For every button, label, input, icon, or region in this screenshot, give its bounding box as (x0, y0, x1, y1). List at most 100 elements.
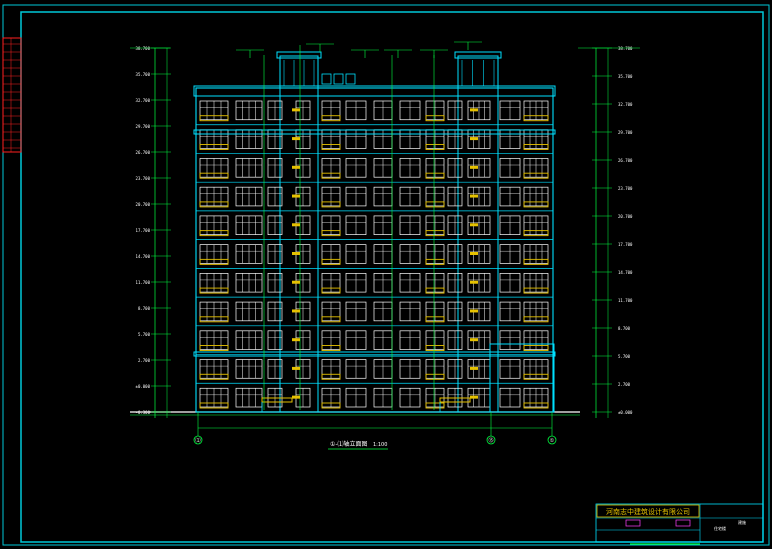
balcony-rail (321, 144, 341, 150)
balcony-rail (321, 201, 341, 208)
balcony-rail (199, 201, 229, 208)
balcony-rail (425, 201, 445, 208)
level-tag (292, 108, 300, 112)
elevation-label-left: 2.700 (138, 358, 151, 363)
level-tag (470, 338, 478, 342)
level-tag (470, 252, 478, 255)
level-tag (292, 137, 300, 141)
elevation-label-right: 20.700 (618, 214, 633, 219)
level-tag (292, 309, 300, 313)
balcony-rail (523, 258, 549, 265)
level-tag (292, 223, 300, 227)
level-tag (292, 165, 300, 169)
stair-tower-cap (276, 51, 322, 59)
project-label: 住宅楼 (714, 525, 726, 531)
stair-tower (279, 55, 319, 413)
revision-strip (2, 37, 22, 153)
balcony-rail (199, 373, 229, 380)
balcony-rail (199, 230, 229, 237)
level-tag (292, 280, 300, 284)
balcony-rail (199, 316, 229, 323)
drawing-scale: 1:100 (373, 442, 387, 448)
elevation-label-right: ±0.000 (618, 410, 633, 415)
entrance-canopy (439, 397, 471, 403)
roof-sign-block (333, 73, 344, 85)
axis-bubble (547, 435, 557, 445)
elevation-label-left: 17.700 (136, 228, 151, 233)
level-tag (292, 252, 300, 255)
company-name-box (596, 504, 700, 518)
elevation-label-right: 14.700 (618, 270, 633, 275)
elevation-label-left: 8.700 (138, 306, 151, 311)
level-tag (292, 366, 300, 370)
elevation-label-left: 14.700 (136, 254, 151, 259)
building-outline (195, 87, 554, 413)
elevation-dimensions-left: 38.70035.70032.70029.70026.70023.70020.7… (130, 46, 171, 418)
stamp-box (675, 519, 691, 527)
level-tag (470, 165, 478, 169)
stair-tower-cap (454, 51, 502, 59)
elevation-label-right: 29.700 (618, 130, 633, 135)
level-tag (470, 137, 478, 141)
balcony-rail (523, 201, 549, 208)
level-tag (470, 108, 478, 112)
elevation-dimensions-right: 38.70035.70032.70029.70026.70023.70020.7… (578, 46, 640, 418)
elevation-label-left: 23.700 (136, 176, 151, 181)
title-block-frame (595, 503, 764, 543)
level-tag (470, 223, 478, 227)
elevation-label-left: 38.700 (136, 46, 151, 51)
balcony-rail (425, 115, 445, 122)
inner-frame (20, 11, 764, 543)
entrance-canopy (261, 397, 293, 403)
level-tag (470, 395, 478, 399)
level-tag (292, 194, 300, 198)
balcony-rail (321, 230, 341, 237)
elevation-label-left: 35.700 (136, 72, 151, 77)
balcony-rail (321, 402, 341, 409)
elevation-label-left: 26.700 (136, 150, 151, 155)
balcony-rail (425, 373, 445, 380)
balcony-rail (199, 345, 229, 351)
balcony-rail (321, 287, 341, 294)
balcony-rail (199, 287, 229, 294)
balcony-rail (199, 115, 229, 122)
stamp-box (625, 519, 641, 527)
balcony-rail (425, 230, 445, 237)
company-name: 河南志中建筑设计有限公司 (606, 507, 690, 516)
elevation-label-right: 23.700 (618, 186, 633, 191)
balcony-rail (199, 258, 229, 265)
outer-frame (2, 4, 770, 546)
elevation-label-right: 5.700 (618, 354, 631, 359)
belt-band (193, 351, 556, 357)
elevation-label-left: -0.300 (136, 410, 151, 415)
axis-bubble-label: ① (550, 438, 555, 444)
elevation-label-right: 38.700 (618, 46, 633, 51)
drawing-title: ①-⑴轴立面图 1:100 (328, 440, 388, 450)
balcony-rail (523, 402, 549, 409)
balcony-rail (321, 345, 341, 351)
balcony-rail (523, 287, 549, 294)
axis-bubble (486, 435, 496, 445)
stair-tower (457, 55, 499, 413)
balcony-rail (425, 144, 445, 150)
balcony-rail (321, 115, 341, 122)
elevation-label-left: 5.700 (138, 332, 151, 337)
level-tag (470, 366, 478, 370)
level-tag (470, 280, 478, 284)
drawing-label: 建施 (738, 519, 746, 525)
balcony-rail (425, 345, 445, 351)
level-tag (470, 309, 478, 313)
elevation-label-left: 11.700 (136, 280, 151, 285)
elevation-label-right: 35.700 (618, 74, 633, 79)
level-tag (292, 395, 300, 399)
balcony-rail (425, 258, 445, 265)
balcony-rail (321, 258, 341, 265)
balcony-rail (523, 172, 549, 179)
elevation-label-left: 20.700 (136, 202, 151, 207)
revision-strip-box (2, 37, 22, 153)
balcony-rail (321, 373, 341, 380)
balcony-rail (523, 316, 549, 323)
drawing-title-text: ①-⑴轴立面图 (330, 440, 368, 448)
balcony-rail (321, 316, 341, 323)
